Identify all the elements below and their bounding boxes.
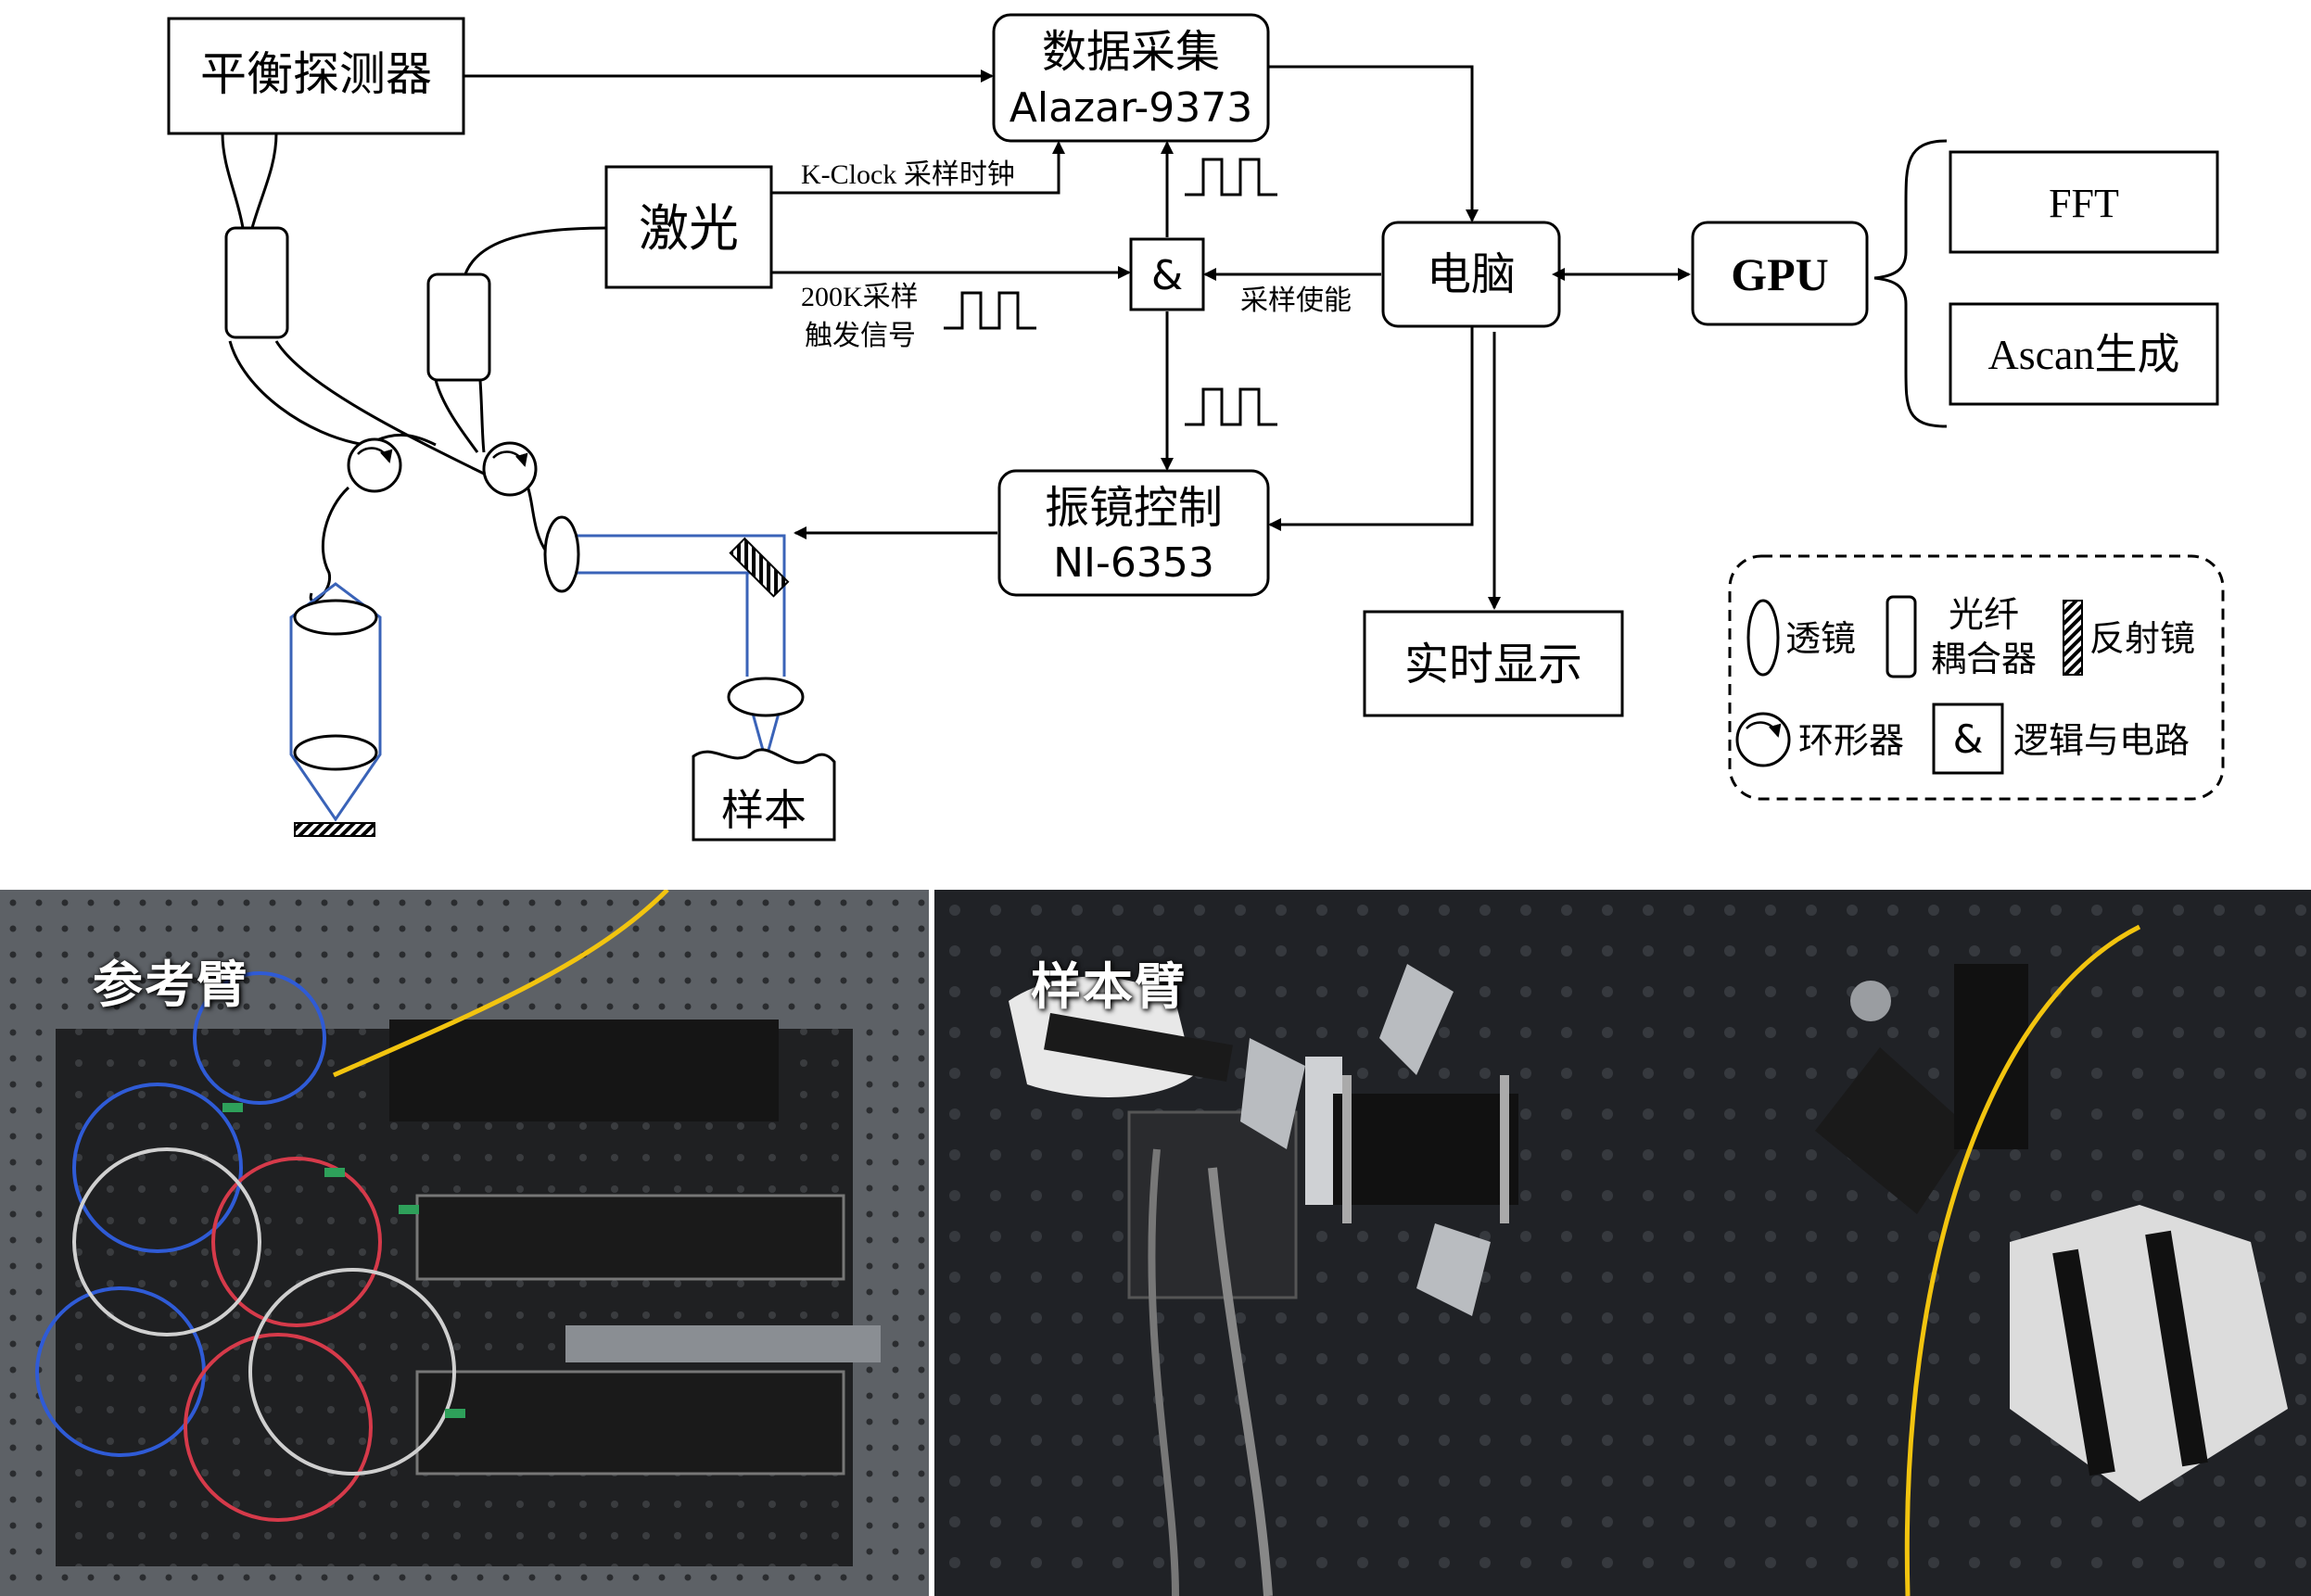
legend-mirror-icon	[2063, 600, 2083, 676]
realtime-display-block: 实时显示	[1363, 610, 1624, 717]
ascan-block: Ascan生成	[1949, 302, 2219, 406]
legend-logic-icon	[1932, 703, 2004, 775]
galvo-model: NI-6353	[1053, 539, 1214, 587]
legend-circulator-icon	[1735, 712, 1791, 767]
galvo-mirror	[729, 537, 790, 598]
gpu-tasks-brace	[1873, 139, 1948, 428]
computer-label: 电脑	[1427, 248, 1516, 300]
fiber-coupler-1	[224, 226, 289, 339]
fiber-coupler-2	[426, 272, 491, 382]
fft-label: FFT	[2049, 181, 2119, 226]
realtime-display-label: 实时显示	[1404, 639, 1582, 690]
galvo-title: 振镜控制	[1045, 482, 1223, 534]
computer-block: 电脑	[1381, 221, 1561, 328]
legend-lens-label: 透镜	[1785, 618, 1856, 659]
trigger-label-line1: 200K采样	[801, 282, 919, 312]
pulse-icons	[944, 158, 1277, 426]
legend-lens-icon	[1746, 599, 1780, 677]
ascan-label: Ascan生成	[1988, 331, 2180, 378]
gpu-block: GPU	[1691, 221, 1869, 326]
and-gate-block: &	[1129, 237, 1205, 311]
legend-coupler-label-1: 光纤	[1949, 594, 2019, 635]
balanced-detector-label: 平衡探测器	[200, 47, 432, 101]
legend-circulator-label: 环形器	[1798, 720, 1904, 761]
reference-arm-optics	[289, 582, 382, 837]
legend-logic-label: 逻辑与电路	[2013, 720, 2190, 761]
laser-block: 激光	[604, 165, 773, 289]
circulator-1	[347, 437, 402, 493]
fft-block: FFT	[1949, 150, 2219, 254]
sample-label: 样本	[721, 785, 806, 835]
gpu-label: GPU	[1731, 248, 1829, 300]
sample-arm-label: 样本臂	[1031, 957, 1187, 1016]
reference-arm-photo: 参考臂	[0, 890, 929, 1596]
balanced-detector-block: 平衡探测器	[167, 17, 465, 135]
legend-coupler-icon	[1886, 595, 1917, 678]
signal-lines	[463, 65, 1691, 610]
daq-title: 数据采集	[1042, 26, 1220, 78]
system-diagram: 平衡探测器 数据采集 Alazar-9373 激光 & 电脑 GPU FFT A…	[167, 13, 2225, 842]
daq-block: 数据采集 Alazar-9373	[992, 13, 1270, 143]
sample-arm-optics: 样本	[543, 515, 836, 842]
galvo-control-block: 振镜控制 NI-6353	[997, 469, 1270, 597]
reference-arm-label: 参考臂	[93, 956, 248, 1014]
and-gate-symbol: &	[1151, 252, 1183, 299]
sample-lens-2	[727, 677, 805, 717]
legend: 透镜 光纤 耦合器 反射镜 环形器 & 逻辑与电路	[1728, 554, 2225, 801]
reference-lens-1	[293, 599, 378, 636]
trigger-label-line2: 触发信号	[805, 320, 916, 352]
laser-label: 激光	[639, 199, 739, 258]
circulator-2	[482, 441, 538, 497]
kclock-label: K-Clock 采样时钟	[801, 159, 1015, 190]
legend-mirror-label: 反射镜	[2089, 618, 2195, 659]
legend-logic-symbol: &	[1953, 716, 1984, 762]
setup-photos: 参考臂	[0, 890, 2311, 1596]
reference-mirror	[294, 822, 375, 837]
reference-lens-2	[293, 734, 378, 771]
sample-lens-1	[543, 515, 580, 593]
enable-label: 采样使能	[1240, 285, 1352, 317]
legend-coupler-label-2: 耦合器	[1931, 639, 2037, 679]
sample-arm-photo: 样本臂	[934, 890, 2311, 1596]
sample-surface	[692, 748, 836, 842]
daq-model: Alazar-9373	[1009, 84, 1252, 132]
